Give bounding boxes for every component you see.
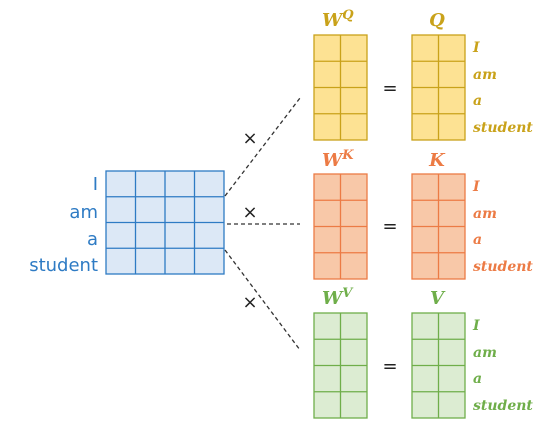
key-row-label-4: student — [473, 259, 533, 275]
query-row-label-1: I — [472, 40, 480, 56]
key-group: WK = K I am a student — [313, 148, 533, 280]
weight-query-grid — [314, 35, 367, 140]
query-matrix-label: Q — [429, 10, 445, 31]
query-matrix-grid — [412, 35, 465, 140]
query-row-label-2: am — [473, 67, 497, 83]
key-row-label-3: a — [473, 232, 482, 248]
value-row-label-1: I — [472, 318, 480, 334]
key-matrix-grid — [412, 174, 465, 279]
input-matrix-grid — [106, 171, 224, 274]
multiply-sign-query: × — [242, 128, 257, 149]
value-row-label-4: student — [473, 398, 533, 414]
equals-sign-query: = — [382, 78, 397, 99]
value-row-label-2: am — [473, 345, 497, 361]
input-label-word-2: am — [69, 202, 98, 223]
weight-value-label: WV — [322, 286, 354, 309]
key-matrix-label: K — [428, 150, 446, 171]
query-row-label-3: a — [473, 93, 482, 109]
weight-value-grid — [314, 313, 367, 418]
weight-key-label: WK — [322, 148, 354, 171]
input-embedding-matrix — [105, 170, 225, 275]
multiply-sign-value: × — [242, 292, 257, 313]
connector-to-query — [224, 97, 301, 197]
weight-query-label: WQ — [322, 8, 354, 31]
input-label-word-3: a — [87, 229, 98, 250]
value-group: WV = V I am a student — [313, 286, 533, 419]
query-row-label-4: student — [473, 120, 533, 136]
equals-sign-value: = — [382, 356, 397, 377]
connector-to-value — [224, 249, 301, 351]
query-group: WQ = Q I am a student — [313, 8, 533, 141]
equals-sign-key: = — [382, 216, 397, 237]
input-label-word-4: student — [29, 255, 98, 276]
value-matrix-grid — [412, 313, 465, 418]
key-row-label-1: I — [472, 179, 480, 195]
weight-key-grid — [314, 174, 367, 279]
input-label-word-1: I — [93, 174, 98, 195]
multiply-sign-key: × — [242, 202, 257, 223]
value-matrix-label: V — [430, 288, 446, 309]
key-row-label-2: am — [473, 206, 497, 222]
value-row-label-3: a — [473, 371, 482, 387]
